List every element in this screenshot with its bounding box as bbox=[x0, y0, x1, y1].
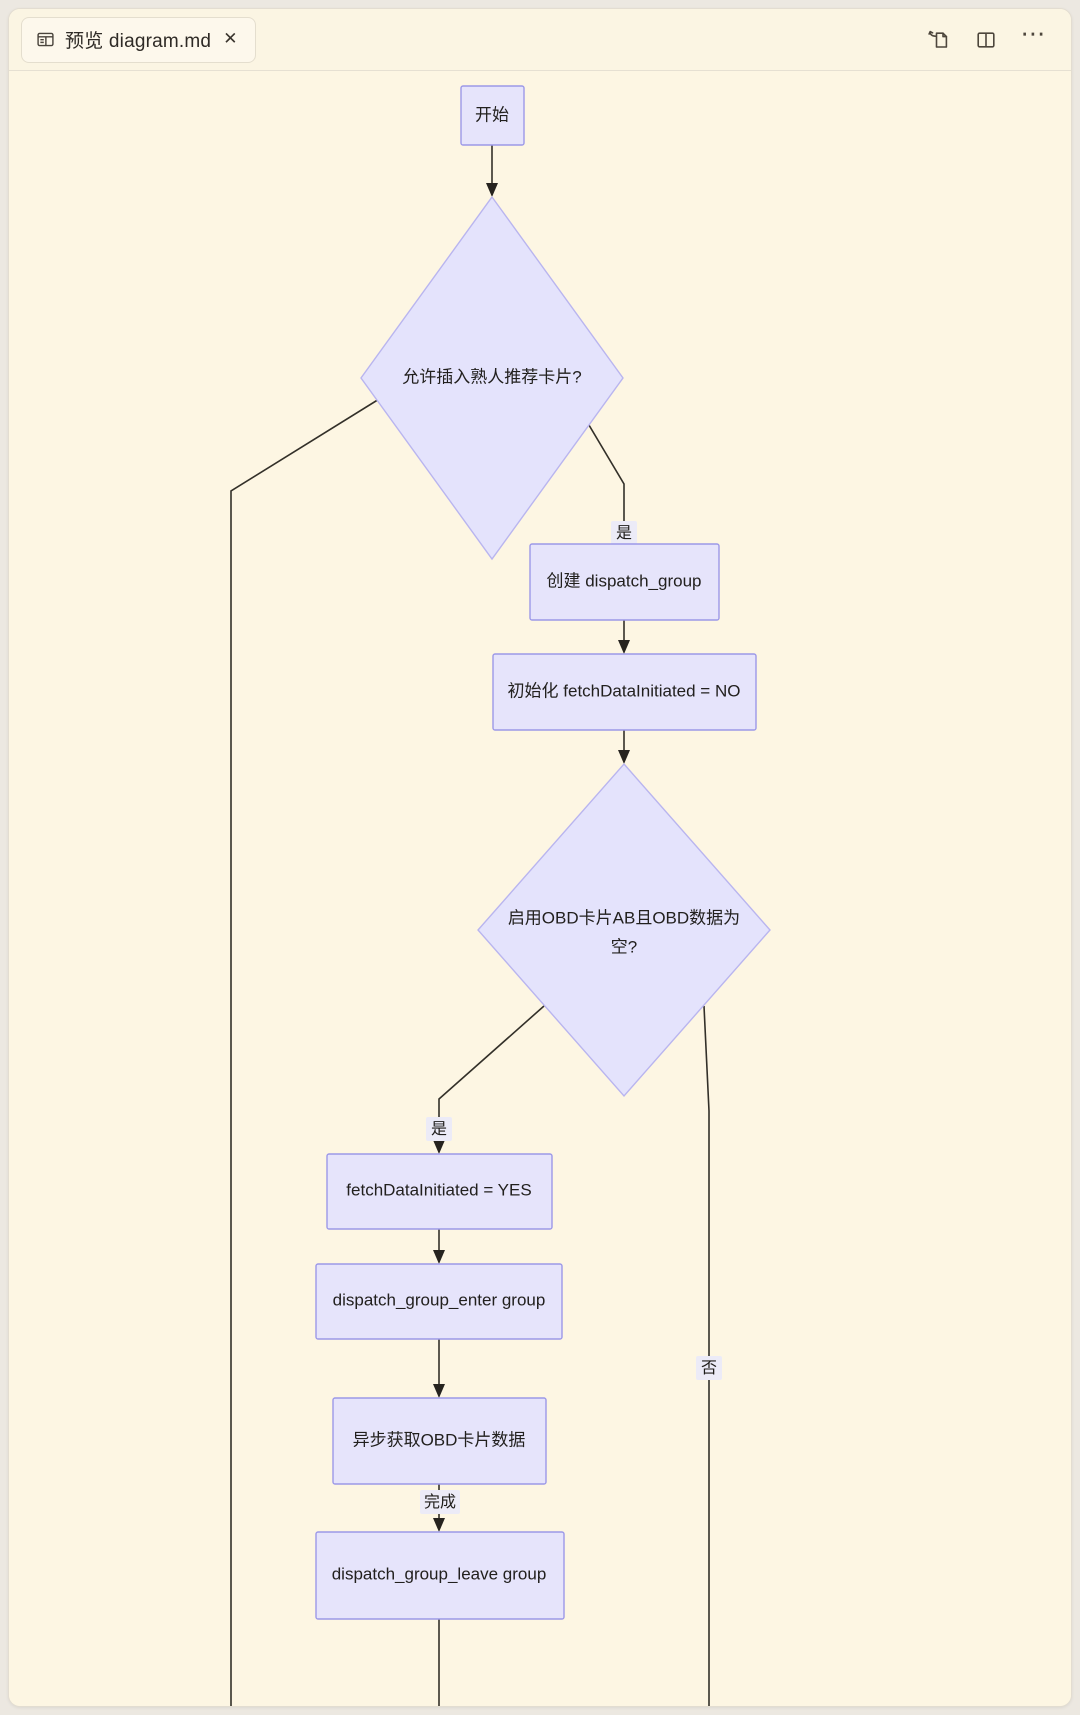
preview-window: 预览 diagram.md ✕ bbox=[8, 8, 1072, 1707]
edge-start-to-decision1 bbox=[486, 145, 498, 197]
node-fetchdatainitiated-yes[interactable]: fetchDataInitiated = YES bbox=[326, 1153, 553, 1230]
node-decision-obd-card-ab[interactable]: 启用OBD卡片AB且OBD数据为 空? bbox=[477, 762, 771, 1098]
more-actions-icon[interactable]: ⋯ bbox=[1020, 19, 1048, 48]
edge-decision2-no-branch bbox=[703, 1005, 710, 1706]
open-in-new-window-icon[interactable] bbox=[925, 27, 951, 53]
tab-preview-diagram[interactable]: 预览 diagram.md ✕ bbox=[21, 16, 257, 63]
edge-label-text: 完成 bbox=[424, 1493, 456, 1511]
node-label: dispatch_group_leave group bbox=[332, 1564, 547, 1583]
edge-create-group-to-init bbox=[618, 620, 630, 654]
node-label: 创建 dispatch_group bbox=[547, 571, 702, 590]
edge-decision1-no-branch bbox=[230, 377, 414, 1706]
node-label: 开始 bbox=[475, 105, 509, 124]
edge-label-done: 完成 bbox=[420, 1490, 460, 1514]
edge-label-text: 否 bbox=[701, 1360, 717, 1377]
node-create-dispatch-group[interactable]: 创建 dispatch_group bbox=[529, 543, 720, 621]
edge-label-text: 是 bbox=[431, 1121, 447, 1138]
node-dispatch-group-enter[interactable]: dispatch_group_enter group bbox=[315, 1263, 563, 1340]
flowchart-svg: 是 是 否 完成 开始 bbox=[230, 85, 771, 1706]
node-label: 异步获取OBD卡片数据 bbox=[353, 1430, 526, 1449]
close-icon[interactable]: ✕ bbox=[223, 29, 238, 48]
node-async-fetch-obd-data[interactable]: 异步获取OBD卡片数据 bbox=[332, 1397, 547, 1485]
node-label: fetchDataInitiated = YES bbox=[346, 1180, 531, 1199]
edge-label-text: 是 bbox=[616, 525, 632, 542]
edge-fetchyes-to-enter bbox=[433, 1229, 445, 1264]
node-dispatch-group-leave[interactable]: dispatch_group_leave group bbox=[315, 1531, 565, 1620]
edge-label-yes-1: 是 bbox=[611, 521, 637, 545]
preview-pane-icon bbox=[36, 30, 55, 49]
tab-title: 预览 diagram.md bbox=[65, 31, 212, 52]
node-label-line1: 启用OBD卡片AB且OBD数据为 bbox=[508, 908, 740, 927]
node-label-line2: 空? bbox=[611, 937, 637, 956]
node-init-fetchdatainitiated-no[interactable]: 初始化 fetchDataInitiated = NO bbox=[492, 653, 757, 731]
split-editor-icon[interactable] bbox=[973, 27, 999, 53]
edge-label-no: 否 bbox=[696, 1356, 722, 1380]
tab-bar: 预览 diagram.md ✕ bbox=[9, 9, 1071, 71]
edge-init-to-decision2 bbox=[618, 730, 630, 764]
tab-actions: ⋯ bbox=[925, 19, 1061, 53]
node-decision-allow-insert-card[interactable]: 允许插入熟人推荐卡片? bbox=[360, 195, 624, 561]
edge-label-yes-2: 是 bbox=[426, 1117, 452, 1141]
edge-enter-to-async bbox=[433, 1339, 445, 1398]
diagram-canvas[interactable]: 是 是 否 完成 开始 bbox=[9, 71, 1071, 1706]
node-start[interactable]: 开始 bbox=[460, 85, 525, 146]
node-label: dispatch_group_enter group bbox=[333, 1290, 546, 1309]
node-label: 允许插入熟人推荐卡片? bbox=[402, 366, 581, 386]
node-label: 初始化 fetchDataInitiated = NO bbox=[508, 681, 741, 700]
